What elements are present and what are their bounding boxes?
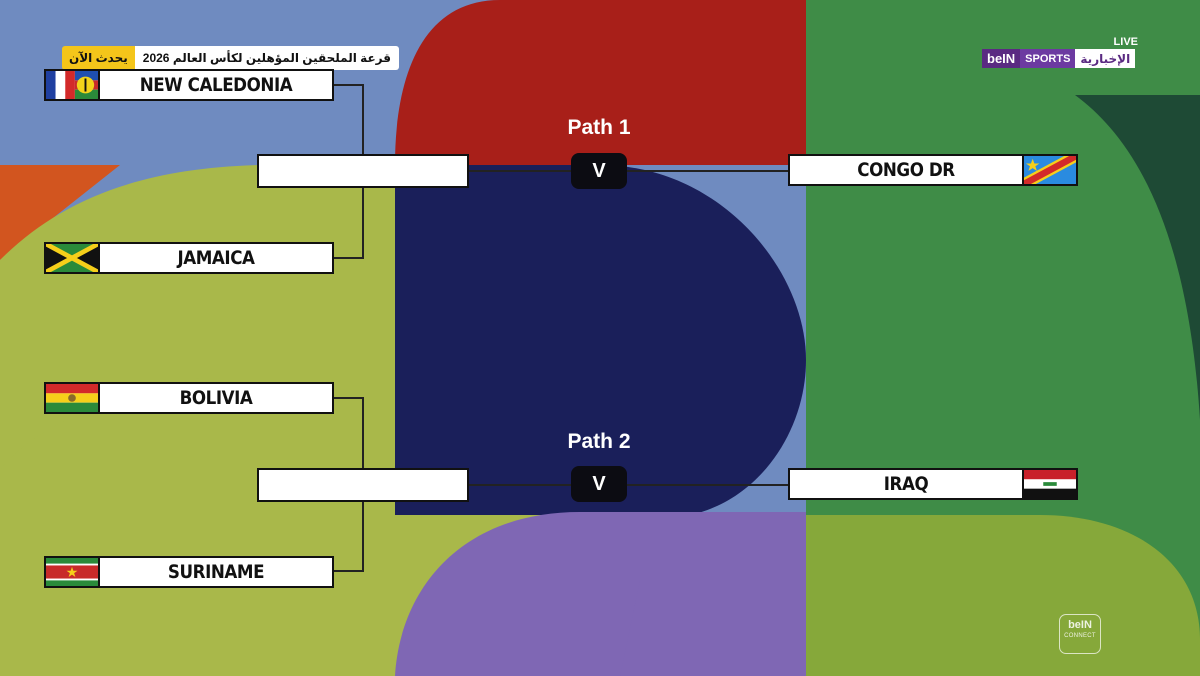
team-name: NEW CALEDONIA bbox=[139, 74, 293, 96]
team-name: CONGO DR bbox=[857, 159, 955, 181]
team-name: BOLIVIA bbox=[179, 387, 253, 409]
path-2-label: Path 2 bbox=[567, 430, 631, 453]
congo-dr-flag-icon bbox=[1022, 156, 1076, 184]
broadcaster-logo: LIVE beIN SPORTS الإخبارية bbox=[982, 36, 1142, 70]
path-2-versus-badge: V bbox=[571, 466, 627, 502]
iraq-flag-icon bbox=[1022, 470, 1076, 498]
path-1-label: Path 1 bbox=[567, 116, 631, 139]
new-caledonia-flag-icon bbox=[46, 71, 100, 99]
connect-label: CONNECT bbox=[1064, 633, 1096, 639]
path-1-versus-badge: V bbox=[571, 153, 627, 189]
team-name: SURINAME bbox=[167, 561, 265, 583]
path-1-winner-slot bbox=[257, 154, 469, 188]
brand-label: beIN bbox=[982, 49, 1021, 68]
now-badge: يحدث الآن bbox=[62, 46, 135, 70]
bolivia-flag-icon bbox=[46, 384, 100, 412]
bracket-connector bbox=[334, 397, 364, 399]
news-ticker: يحدث الآن قرعة الملحقين المؤهلين لكأس ال… bbox=[62, 46, 399, 70]
team-jamaica: JAMAICA bbox=[44, 242, 334, 274]
team-iraq: IRAQ bbox=[788, 468, 1078, 500]
live-indicator: LIVE bbox=[1113, 36, 1138, 48]
bracket-connector bbox=[334, 257, 364, 259]
connect-brand: beIN bbox=[1068, 619, 1092, 631]
bracket-connector bbox=[334, 84, 364, 86]
sports-label: SPORTS bbox=[1020, 49, 1076, 68]
team-name: IRAQ bbox=[883, 473, 929, 495]
team-new-caledonia: NEW CALEDONIA bbox=[44, 69, 334, 101]
path-2-winner-slot bbox=[257, 468, 469, 502]
team-suriname: SURINAME bbox=[44, 556, 334, 588]
bracket-connector bbox=[334, 570, 364, 572]
channel-label: الإخبارية bbox=[1075, 49, 1136, 68]
ticker-headline: قرعة الملحقين المؤهلين لكأس العالم 2026 bbox=[134, 46, 399, 70]
suriname-flag-icon bbox=[46, 558, 100, 586]
team-name: JAMAICA bbox=[177, 247, 255, 269]
team-congo-dr: CONGO DR bbox=[788, 154, 1078, 186]
connect-watermark: beIN CONNECT bbox=[1059, 614, 1101, 654]
team-bolivia: BOLIVIA bbox=[44, 382, 334, 414]
jamaica-flag-icon bbox=[46, 244, 100, 272]
